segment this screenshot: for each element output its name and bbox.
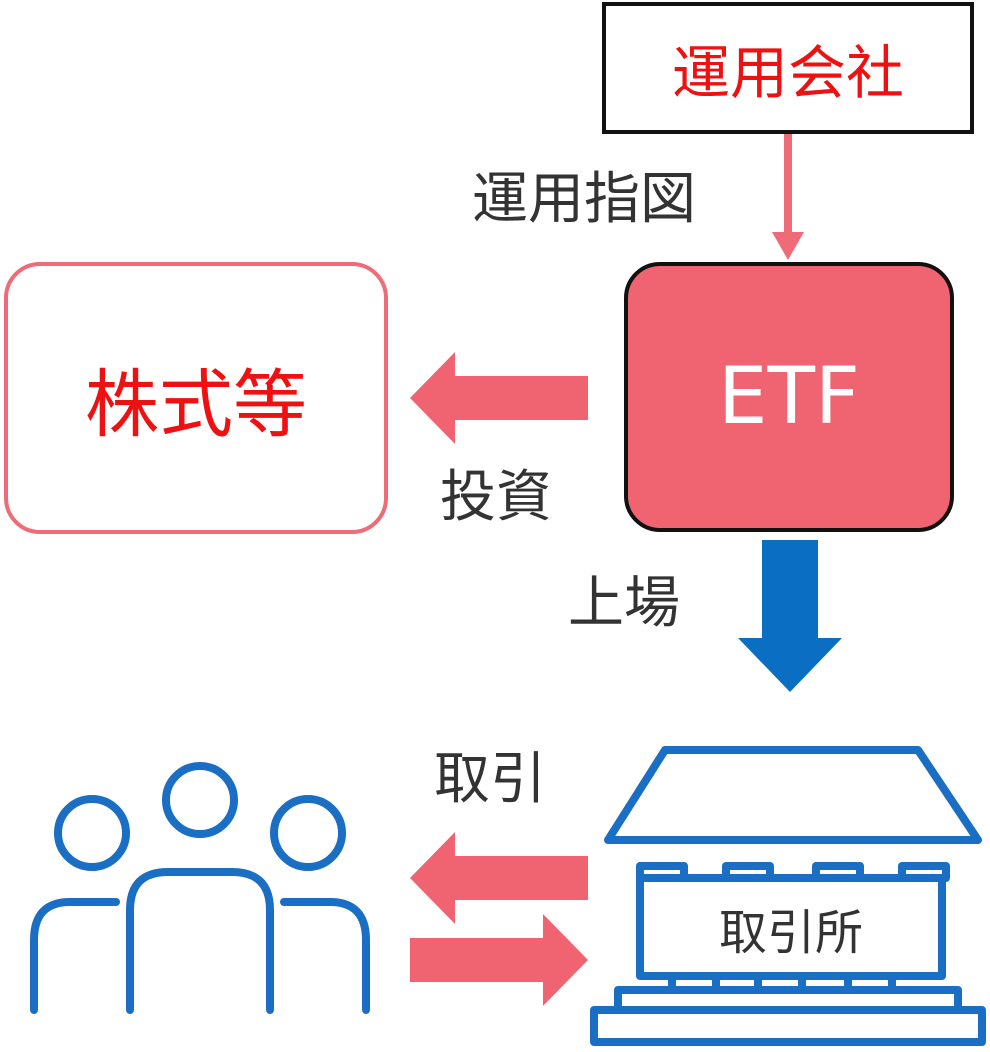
etf-label: ETF bbox=[718, 352, 860, 442]
trade-arrow-left bbox=[410, 832, 588, 924]
listing-arrow bbox=[738, 540, 842, 692]
invest-label: 投資 bbox=[440, 465, 552, 530]
people-group-icon bbox=[30, 762, 370, 1014]
invest-arrow bbox=[410, 352, 588, 444]
etf-node: ETF bbox=[624, 262, 954, 532]
trade-label: 取引 bbox=[434, 747, 546, 812]
manager-node: 運用会社 bbox=[602, 2, 974, 134]
instruction-arrow bbox=[772, 134, 804, 260]
manager-label: 運用会社 bbox=[671, 39, 904, 107]
exchange-label: 取引所 bbox=[718, 905, 863, 961]
trade-arrow-right bbox=[410, 914, 588, 1006]
stocks-label: 株式等 bbox=[85, 361, 307, 448]
instruction-label: 運用指図 bbox=[472, 167, 696, 232]
exchange-building-icon bbox=[590, 746, 986, 1046]
stocks-node: 株式等 bbox=[4, 262, 388, 534]
listing-label: 上場 bbox=[568, 571, 680, 636]
